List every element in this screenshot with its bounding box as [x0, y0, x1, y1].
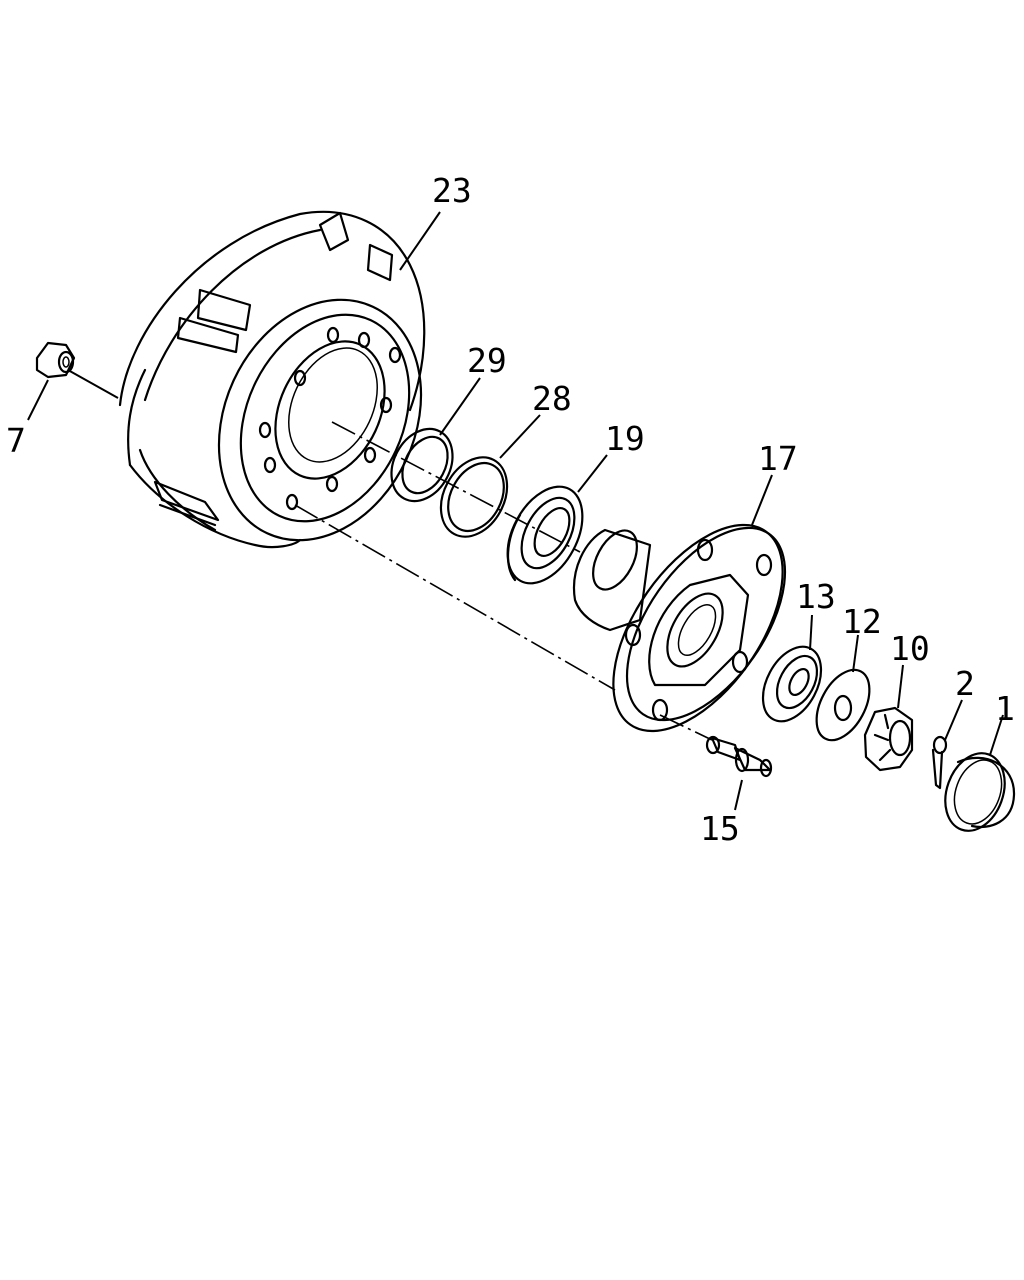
- part-label-17: 17: [758, 439, 798, 478]
- stud-bolt-part-15: [705, 735, 773, 778]
- part-label-19: 19: [605, 419, 645, 458]
- bearing-part-19: [506, 485, 584, 585]
- leader-lines: [27, 211, 1004, 811]
- part-label-15: 15: [700, 809, 740, 848]
- brake-drum-part-23: [118, 210, 426, 549]
- part-labels: 23 7 29 28 19 17 13 12 10 2 1 15: [6, 171, 1015, 848]
- castle-nut-part-10: [863, 706, 914, 772]
- part-label-7: 7: [6, 421, 26, 460]
- ring-part-29: [390, 427, 454, 503]
- hub-cap-part-1: [944, 752, 1016, 832]
- part-label-23: 23: [432, 171, 472, 210]
- bearing-part-13: [761, 645, 823, 723]
- part-label-29: 29: [467, 341, 507, 380]
- seal-part-28: [439, 456, 509, 538]
- part-label-28: 28: [532, 379, 572, 418]
- part-label-1: 1: [995, 689, 1015, 728]
- part-label-13: 13: [796, 577, 836, 616]
- part-label-12: 12: [842, 602, 882, 641]
- part-label-10: 10: [890, 629, 930, 668]
- washer-part-12: [815, 668, 871, 742]
- cotter-pin-part-2: [931, 735, 948, 790]
- nut-part-7: [35, 341, 76, 379]
- part-label-2: 2: [955, 664, 975, 703]
- hub-part-17: [572, 523, 787, 733]
